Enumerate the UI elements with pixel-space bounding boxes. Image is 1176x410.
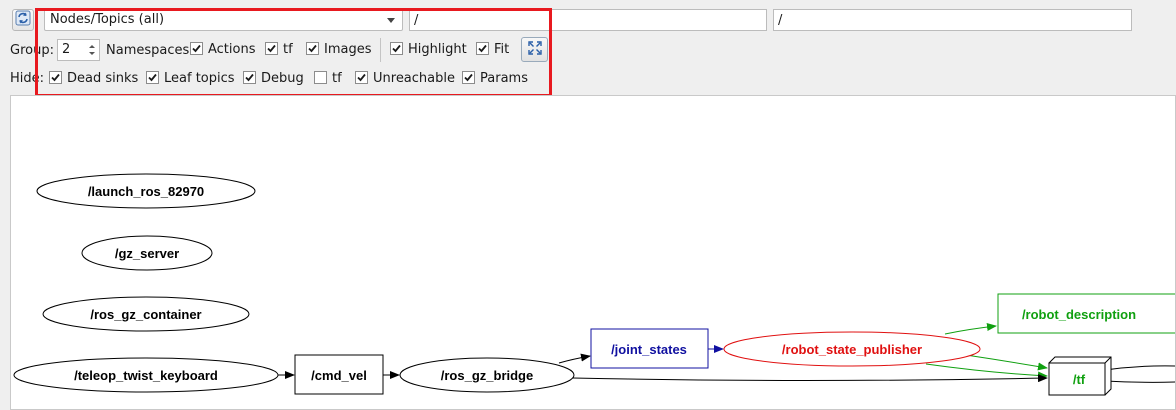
graph-canvas[interactable]: /launch_ros_82970 /gz_server /ros_gz_con… (10, 95, 1176, 410)
highlight-checkbox[interactable] (390, 42, 403, 55)
edge-rsp-tf-1 (965, 354, 1048, 371)
unreachable-checkbox[interactable] (355, 71, 368, 84)
edge-bridge-jointstates (558, 353, 591, 364)
node-robot-state-publisher[interactable]: /robot_state_publisher (723, 331, 981, 367)
node-teleop[interactable]: /teleop_twist_keyboard (13, 357, 279, 393)
checkmark-icon (51, 73, 60, 82)
fit-in-view-button[interactable] (521, 37, 548, 62)
refresh-button[interactable] (12, 9, 34, 31)
hide-tf-checkbox[interactable] (314, 71, 327, 84)
edge-tf-out-2 (1104, 380, 1175, 383)
edge-tf-out-1 (1104, 365, 1175, 371)
graph-mode-value: Nodes/Topics (all) (50, 12, 165, 27)
node-gz-server-label: /gz_server (115, 246, 179, 261)
chevron-down-icon (387, 18, 395, 23)
checkmark-icon (392, 44, 401, 53)
checkmark-icon (192, 44, 201, 53)
params-label: Params (480, 71, 528, 86)
hide-tf-label: tf (332, 71, 342, 86)
node-ros-gz-container-label: /ros_gz_container (90, 307, 201, 322)
topic-joint-states[interactable]: /joint_states (590, 328, 709, 369)
node-launch-label: /launch_ros_82970 (88, 184, 204, 199)
topic-tf-label: /tf (1073, 372, 1086, 387)
edge-bridge-tf (572, 374, 1048, 383)
dead-sinks-checkbox[interactable] (49, 71, 62, 84)
node-gz-server[interactable]: /gz_server (81, 235, 213, 271)
topic-filter-input[interactable] (773, 9, 1132, 31)
node-robot-state-publisher-label: /robot_state_publisher (782, 342, 922, 357)
node-ros-gz-container[interactable]: /ros_gz_container (42, 296, 250, 332)
fit-checkbox[interactable] (476, 42, 489, 55)
node-filter-input[interactable] (409, 9, 767, 31)
topic-tf[interactable]: /tf (1048, 356, 1112, 396)
dead-sinks-label: Dead sinks (67, 71, 139, 86)
group-label: Group: (10, 43, 54, 58)
actions-checkbox[interactable] (190, 42, 203, 55)
graph-svg: /launch_ros_82970 /gz_server /ros_gz_con… (13, 173, 1176, 396)
group-spinbox[interactable]: 2 (57, 39, 100, 61)
hide-label: Hide: (10, 71, 45, 86)
fit-label: Fit (494, 42, 510, 57)
checkmark-icon (267, 44, 276, 53)
tf-label: tf (283, 42, 293, 57)
leaf-topics-label: Leaf topics (164, 71, 235, 86)
topic-joint-states-label: /joint_states (611, 342, 687, 357)
namespaces-label: Namespaces (106, 43, 190, 58)
topic-robot-description[interactable]: /robot_description (997, 293, 1176, 334)
topic-robot-description-label: /robot_description (1022, 307, 1136, 322)
topic-cmd-vel-label: /cmd_vel (311, 368, 367, 383)
actions-label: Actions (208, 42, 256, 57)
checkmark-icon (357, 73, 366, 82)
debug-checkbox[interactable] (243, 71, 256, 84)
checkmark-icon (308, 44, 317, 53)
params-checkbox[interactable] (462, 71, 475, 84)
node-launch[interactable]: /launch_ros_82970 (36, 173, 256, 209)
refresh-icon (15, 10, 31, 30)
checkmark-icon (464, 73, 473, 82)
highlight-label: Highlight (408, 42, 467, 57)
node-ros-gz-bridge[interactable]: /ros_gz_bridge (399, 357, 575, 393)
edge-rsp-tf-2 (925, 363, 1048, 380)
toolbar-separator (380, 38, 381, 62)
leaf-topics-checkbox[interactable] (146, 71, 159, 84)
graph-mode-select[interactable]: Nodes/Topics (all) (44, 9, 403, 31)
spin-buttons[interactable] (86, 41, 98, 59)
tf-checkbox[interactable] (265, 42, 278, 55)
group-value: 2 (62, 42, 71, 57)
node-teleop-label: /teleop_twist_keyboard (74, 368, 218, 383)
topic-cmd-vel[interactable]: /cmd_vel (294, 354, 384, 395)
images-checkbox[interactable] (306, 42, 319, 55)
checkmark-icon (478, 44, 487, 53)
edge-rsp-robotdesc (944, 323, 997, 335)
debug-label: Debug (261, 71, 304, 86)
fit-in-view-icon (527, 40, 543, 60)
images-label: Images (324, 42, 372, 57)
node-ros-gz-bridge-label: /ros_gz_bridge (441, 368, 533, 383)
checkmark-icon (148, 73, 157, 82)
checkmark-icon (245, 73, 254, 82)
unreachable-label: Unreachable (373, 71, 455, 86)
